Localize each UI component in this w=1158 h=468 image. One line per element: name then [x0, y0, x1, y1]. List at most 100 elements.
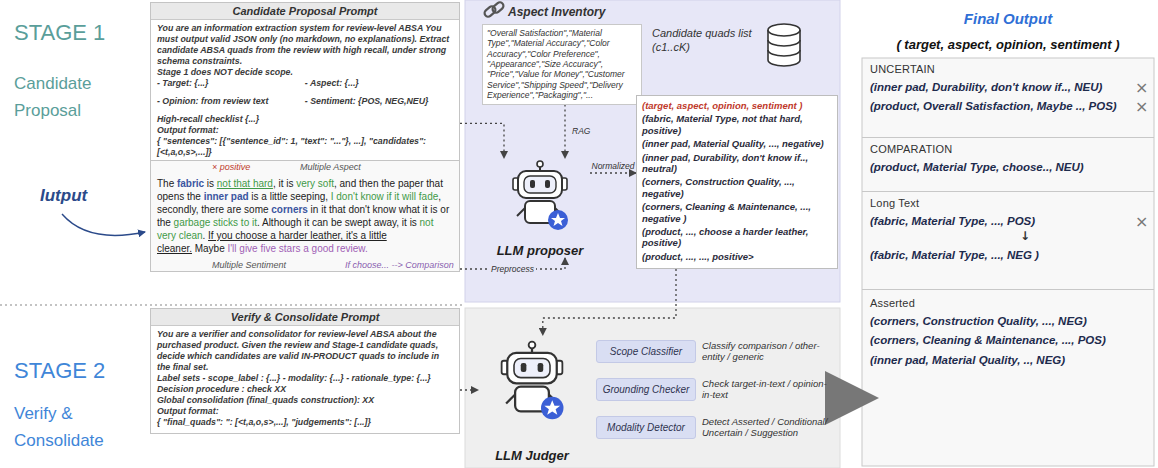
node-text: very soft	[296, 178, 334, 189]
node-text: "Overall Satisfaction","Material Type","…	[482, 24, 642, 105]
output-arrow	[842, 394, 852, 403]
stage1-panel	[465, 0, 840, 302]
output-section: COMPARATION(product, Material Type, choo…	[862, 138, 1154, 192]
node-text: LLM proposer	[497, 243, 584, 258]
node-text: - Opinion: from review text	[151, 96, 299, 107]
final-output-panel	[862, 58, 1154, 466]
node-text: is	[207, 178, 214, 189]
robot-icon	[513, 161, 568, 230]
robot-icon	[502, 342, 564, 420]
database-icon	[768, 40, 800, 46]
node-text: Modality Detector	[601, 422, 691, 433]
output-section: Asserted (corners, Construction Quality, …	[862, 292, 1154, 466]
node-text: Stage 1 does NOT decide scope.	[151, 67, 459, 78]
node-text: (corners, Cleaning & Maintenance, ..., n…	[642, 201, 832, 224]
node-text: , it is	[273, 178, 294, 189]
node-text: Label sets - scope_label : {...} - modal…	[151, 373, 459, 384]
node-text: I don't know if it will fade	[331, 191, 439, 202]
edge-label: Preprocess	[489, 264, 536, 274]
node-text: Scope Classifier	[601, 346, 691, 357]
stage-title: STAGE 1	[14, 20, 105, 46]
stage1-panel	[465, 0, 840, 302]
node-text: ( target, aspect, opinion, sentiment )	[862, 37, 1154, 52]
reject-mark: ×	[1135, 97, 1148, 116]
node-text: - Aspect: {...}	[299, 78, 447, 89]
stage-name: Verify & Consolidate	[14, 400, 126, 454]
final-output: Final Output( target, aspect, opinion, s…	[862, 4, 1154, 466]
module-description: Check target-in-text / opinion-in-text	[702, 378, 834, 402]
module-description: Detect Asserted / Conditional/ Uncertain…	[702, 416, 834, 440]
module-box: Grounding Checker	[596, 378, 696, 401]
database-icon	[768, 24, 800, 66]
connector	[564, 105, 565, 159]
module-box: Scope Classifier	[596, 340, 696, 363]
node-text: (inner pad, Durability, don't know if..,…	[870, 80, 1128, 94]
node-text: - Sentiment: {POS, NEG,NEU}	[299, 96, 447, 107]
database-icon	[768, 50, 800, 56]
node-text: Aspect Inventory	[482, 4, 642, 20]
output-arrow	[842, 398, 852, 399]
node-text: (inner pad, Material Quality, .., NEG)	[870, 353, 1128, 367]
node-text: High-recall checklist {...}	[151, 114, 459, 125]
aspect-inventory: Aspect Inventory "Overall Satisfaction","…	[482, 4, 642, 105]
node-text: { "sentences": [{"sentence_id": 1, "text…	[151, 136, 459, 158]
node-text: (corners, Cleaning & Maintenance, ..., P…	[870, 333, 1128, 347]
edge-label: RAG	[570, 126, 592, 136]
link-icon	[491, 1, 505, 14]
link-icon	[483, 1, 505, 18]
edge-label: Normalized	[590, 161, 637, 171]
review-box: Thefabricisnot that hard, it isvery soft…	[150, 160, 460, 272]
node-text: fabric	[177, 178, 204, 189]
node-text: - Target: {...}	[151, 78, 299, 89]
node-text: not that hard	[217, 178, 273, 189]
stage-name: Candidate Proposal	[14, 70, 114, 124]
input-arrow	[62, 214, 145, 235]
connector	[460, 389, 478, 390]
reject-mark: ×	[1135, 212, 1148, 231]
annotation: Multiple Sentiment	[212, 260, 286, 270]
connector	[590, 172, 636, 173]
node-text: Candidate Proposal Prompt	[151, 3, 459, 20]
prompt-box: Candidate Proposal PromptYou are an info…	[150, 2, 460, 164]
stage2-panel	[465, 308, 840, 468]
robot-icon	[502, 342, 564, 420]
node-text: (fabric, Material Type, ..., POS)	[870, 214, 1128, 228]
node-text: { "final_quads": ": [<t,a,o,s>,...], "ju…	[151, 417, 459, 428]
stage2-panel	[465, 308, 840, 468]
candidate-list: (target, aspect, opinion, sentiment )(fa…	[636, 95, 838, 269]
annotation: × positive	[212, 162, 250, 172]
input-arrow	[62, 214, 145, 235]
annotation: If choose... --> Comparison	[345, 260, 454, 270]
node-text: (corners, Construction Quality, ..., NEG…	[870, 314, 1128, 328]
node-text: LLM Judger	[495, 448, 569, 463]
node-text: (inner pad, Durability, don't know if..,…	[642, 152, 832, 175]
node-text: Grounding Checker	[601, 384, 691, 395]
store-label: Candidate quads list (c1..cK)	[652, 26, 757, 55]
output-section: Long Text(fabric, Material Type, ..., PO…	[862, 192, 1154, 290]
annotation: Multiple Aspect	[300, 162, 361, 172]
node-text: (inner pad, Material Quality, ..., negat…	[642, 138, 832, 149]
node-text: garbage sticks to it	[174, 217, 257, 228]
stage-divider	[0, 304, 465, 305]
stage-title: STAGE 2	[14, 358, 105, 384]
node-text: (target, aspect, opinion, sentiment )	[642, 100, 832, 111]
module-description: Classify comparison / other-entity / gen…	[702, 340, 834, 364]
node-text: (product, ..., choose a harder leather, …	[642, 226, 832, 249]
node-text: UNCERTAIN	[870, 63, 1128, 75]
node-text: (corners, Construction Quality, ..., neg…	[642, 176, 832, 199]
connector	[543, 269, 676, 335]
node-text: . Although it can be swept away, it is	[257, 217, 417, 228]
output-section: UNCERTAIN (inner pad, Durability, don't k…	[862, 58, 1154, 138]
stage-divider	[0, 305, 465, 306]
connector	[460, 123, 504, 158]
node-text: Output format:	[151, 406, 459, 417]
database-icon	[768, 24, 800, 36]
node-text: COMPARATION	[870, 143, 1128, 155]
node-text: Maybe	[195, 243, 225, 254]
node-text: ↓	[870, 229, 1128, 243]
input-label: Iutput	[40, 186, 87, 206]
node-text: Asserted	[870, 297, 1128, 309]
node-text: Global consolidation (final_quads constr…	[151, 395, 459, 406]
node-text: (fabric, Material Type, ..., NEG )	[870, 248, 1128, 262]
module-box: Modality Detector	[596, 416, 696, 439]
